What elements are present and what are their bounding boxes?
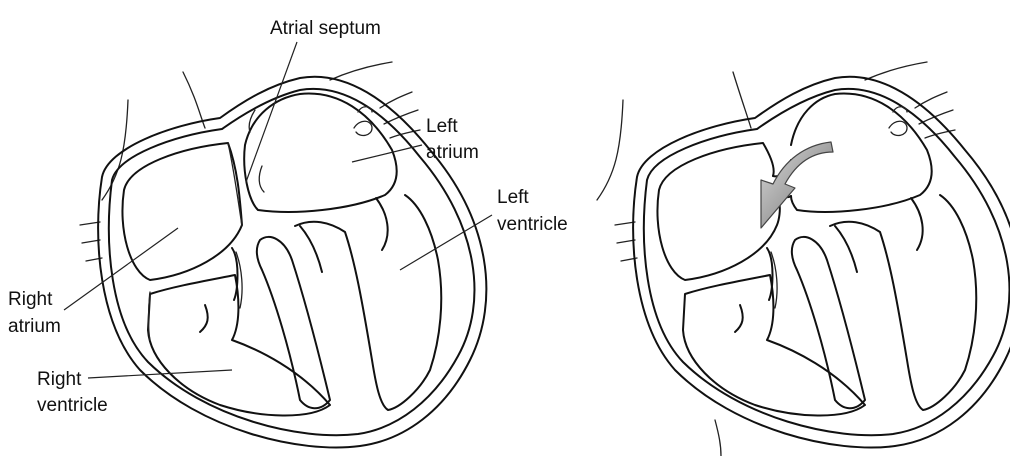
heart-normal: Atrial septum Left atrium Left ventricle… (8, 18, 568, 447)
leader-right-atrium (64, 228, 178, 310)
left-ventricle (295, 195, 441, 410)
label-right-ventricle-line2: ventricle (37, 395, 108, 416)
leader-left-atrium (352, 145, 422, 162)
shunt-arrow-icon (761, 142, 833, 228)
left-ventricle (830, 195, 976, 410)
label-right-ventricle-line1: Right (37, 369, 82, 390)
leader-right-ventricle (88, 370, 232, 378)
great-vessels-left (80, 62, 420, 261)
heart-outer-wall (633, 77, 1010, 448)
label-left-atrium-line1: Left (426, 116, 458, 137)
label-left-atrium-line2: atrium (426, 142, 479, 163)
label-left-ventricle-line2: ventricle (497, 214, 568, 235)
right-atrium (122, 143, 242, 280)
label-right-atrium-line1: Right (8, 289, 53, 310)
label-left-ventricle-line1: Left (497, 187, 529, 208)
label-right-atrium-line2: atrium (8, 316, 61, 337)
label-atrial-septum: Atrial septum (270, 18, 381, 39)
heart-defect (597, 62, 1010, 456)
leader-left-ventricle (400, 215, 492, 270)
